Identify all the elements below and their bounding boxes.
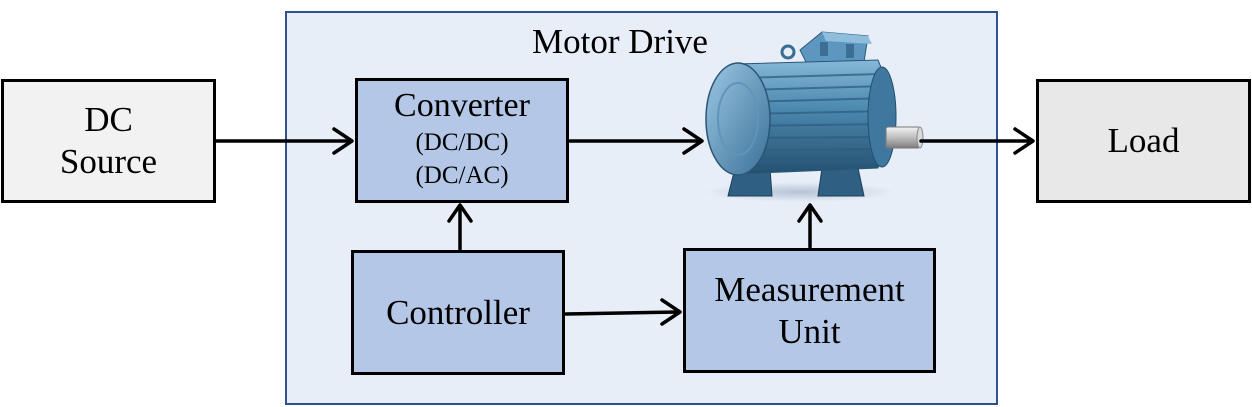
arrow-converter-to-motor: [568, 127, 704, 155]
arrow-controller-to-measurement: [564, 298, 682, 326]
arrow-dc-source-to-converter: [214, 127, 354, 155]
converter-mode-dcdc: (DC/DC): [415, 128, 509, 156]
controller-block: Controller: [351, 250, 565, 375]
dc-source-label-line1: DC: [84, 100, 133, 139]
arrow-controller-to-converter: [447, 203, 473, 251]
measurement-label-line1: Measurement: [714, 269, 905, 309]
arrow-measurement-to-motor: [797, 203, 823, 249]
load-block: Load: [1036, 79, 1251, 203]
dc-source-label-line2: Source: [59, 142, 158, 181]
converter-block: Converter (DC/DC) (DC/AC): [355, 78, 569, 203]
dc-source-block: DC Source: [1, 79, 216, 203]
arrow-motor-to-load: [919, 127, 1035, 155]
measurement-label-line2: Unit: [778, 311, 841, 351]
measurement-unit-block: Measurement Unit: [683, 248, 936, 373]
converter-title: Converter: [394, 86, 530, 124]
motor-drive-title: Motor Drive: [532, 22, 708, 61]
controller-label: Controller: [386, 292, 530, 332]
electric-motor-icon: [705, 31, 924, 202]
converter-mode-dcac: (DC/AC): [415, 161, 509, 189]
load-label: Load: [1107, 121, 1180, 160]
